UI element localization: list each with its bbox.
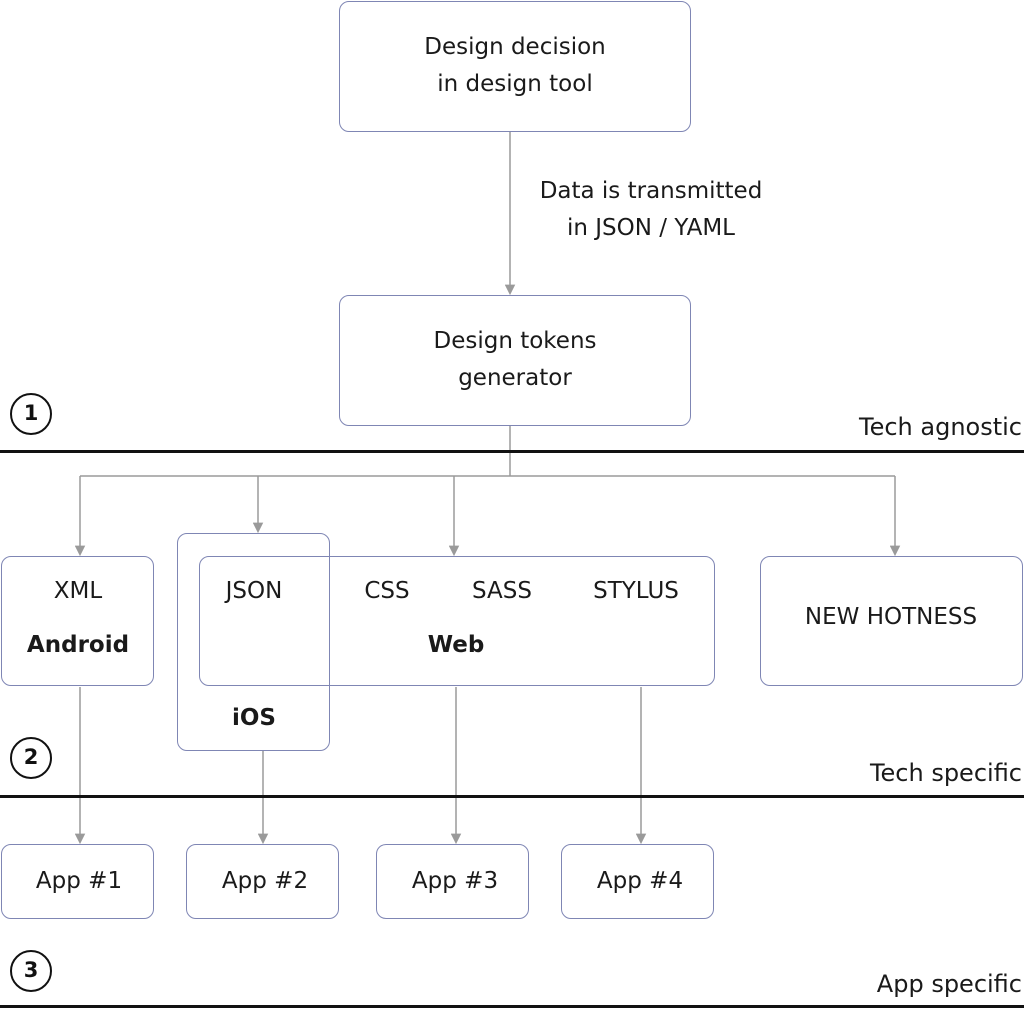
ios-box (177, 533, 330, 751)
zone-1-label: Tech agnostic (859, 413, 1022, 441)
zone-2-label: Tech specific (869, 759, 1022, 787)
design-decision-label: Design decision in design tool (424, 29, 606, 103)
android-box (1, 556, 154, 686)
zone-2-badge: 2 (10, 737, 52, 779)
android-format: XML (53, 578, 103, 604)
zone-3-divider (0, 1005, 1024, 1008)
app-4-label: App #4 (596, 868, 684, 894)
ios-format: JSON (225, 578, 283, 604)
tokens-generator-line1: Design tokens (433, 328, 597, 354)
app-3-box (376, 844, 529, 919)
design-decision-line2: in design tool (437, 71, 593, 97)
web-format-sass: SASS (472, 578, 532, 604)
app-3-label: App #3 (411, 868, 499, 894)
web-format-stylus: STYLUS (593, 578, 679, 604)
web-format-css: CSS (364, 578, 410, 604)
transmission-note-line1: Data is transmitted (539, 178, 763, 204)
android-platform: Android (26, 632, 130, 658)
design-decision-box (339, 1, 691, 132)
zone-3-badge: 3 (10, 950, 52, 992)
app-2-label: App #2 (221, 868, 309, 894)
new-hotness-label: NEW HOTNESS (804, 604, 978, 630)
tokens-generator-line2: generator (458, 365, 572, 391)
tokens-generator-label: Design tokens generator (433, 323, 596, 397)
transmission-note-line2: in JSON / YAML (567, 215, 735, 241)
zone-1-badge: 1 (10, 393, 52, 435)
web-platform: Web (427, 632, 485, 658)
tokens-generator-box (339, 295, 691, 426)
zone-1-divider (0, 450, 1024, 453)
zone-2-divider (0, 795, 1024, 798)
transmission-note: Data is transmitted in JSON / YAML (540, 173, 763, 247)
app-2-box (186, 844, 339, 919)
app-1-label: App #1 (35, 868, 123, 894)
new-hotness-box (760, 556, 1023, 686)
app-4-box (561, 844, 714, 919)
design-decision-line1: Design decision (424, 34, 606, 60)
zone-3-label: App specific (876, 970, 1022, 998)
web-box (199, 556, 715, 686)
ios-platform: iOS (231, 705, 277, 731)
app-1-box (1, 844, 154, 919)
